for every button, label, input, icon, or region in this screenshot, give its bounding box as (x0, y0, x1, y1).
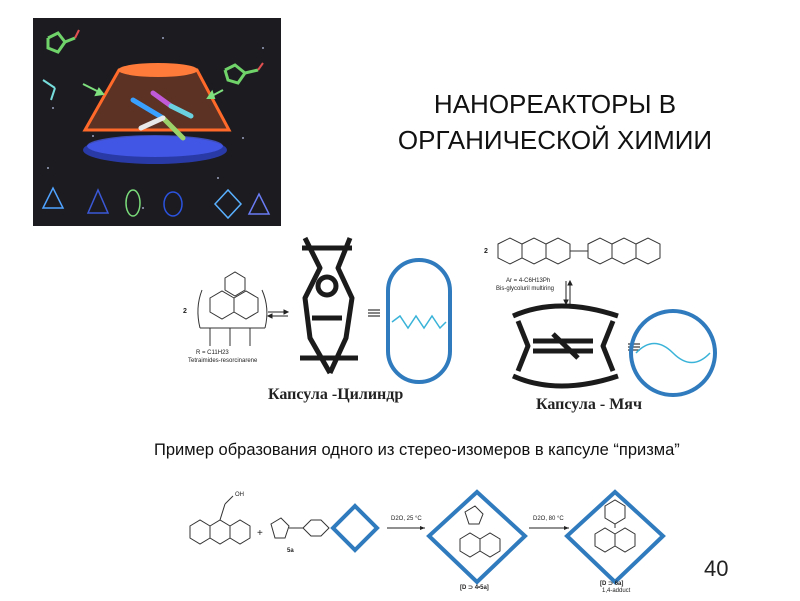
ball-capsule-icon (626, 306, 720, 400)
product-label: [D ⊃ 6a] (600, 581, 624, 587)
example-description: Пример образования одного из стерео-изом… (154, 441, 680, 459)
step1-conditions: D2O, 25 °C (391, 516, 422, 522)
svg-text:+: + (257, 528, 263, 539)
nanoreactor-illustration (33, 18, 281, 226)
cylinder-capsule-scheme: R = C11H23 Tetraimides-resorcinarene 2 (180, 228, 440, 388)
svg-text:OH: OH (235, 492, 244, 498)
r-group-label: R = C11H23 (196, 350, 229, 356)
multiplier-right: 2 (484, 248, 488, 255)
page-number: 40 (704, 556, 729, 581)
cylinder-reagent-label: Tetraimides-resorcinarene (188, 358, 258, 364)
ball-capsule-caption: Капсула - Мяч (536, 396, 642, 413)
slide-title-line-2: ОРГАНИЧЕСКОЙ ХИМИИ (397, 125, 713, 155)
product-sublabel: 1,4-adduct (602, 588, 631, 594)
ball-reagent-label: Bis-glycoluril multiring (496, 286, 555, 292)
slide-title-line-1: НАНОРЕАКТОРЫ В (433, 89, 677, 119)
compound-label: 5a (287, 548, 294, 554)
cylinder-capsule-caption: Капсула -Цилиндр (268, 386, 404, 403)
prism-reaction-scheme: OH + 5a D2O, 25 °C D2O (185, 484, 685, 596)
cylinder-capsule-icon (384, 256, 454, 386)
ar-group-label: Ar = 4-C6H13Ph (506, 278, 551, 284)
complex-label: [D ⊃ 4•5a] (460, 585, 489, 591)
ball-capsule-scheme: Ar = 4-C6H13Ph Bis-glycoluril multiring … (478, 226, 678, 396)
slide-title: НАНОРЕАКТОРЫ В ОРГАНИЧЕСКОЙ ХИМИИ (330, 86, 780, 158)
step2-conditions: D2O, 80 °C (533, 516, 564, 522)
multiplier-left: 2 (183, 308, 187, 315)
